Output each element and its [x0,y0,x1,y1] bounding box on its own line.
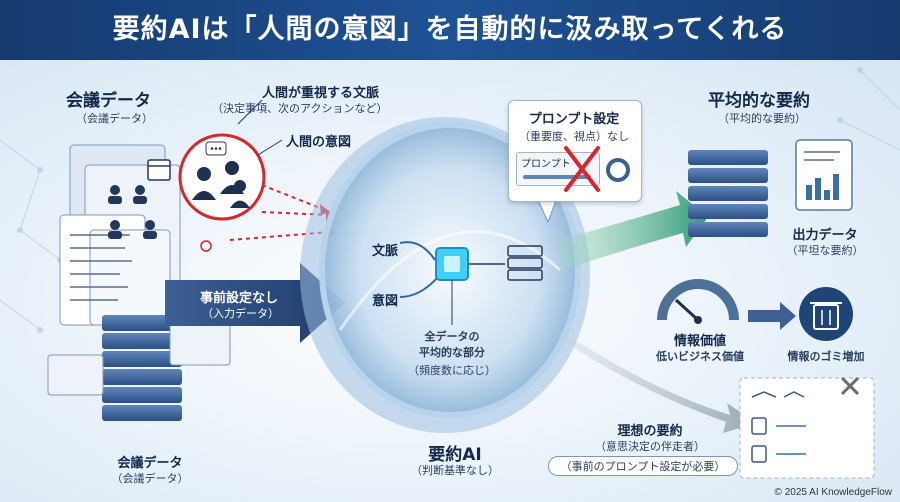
value-title: 情報価値 [673,334,726,349]
page-title: 要約AIは「人間の意図」を自動的に汲み取ってくれる [112,14,788,45]
ideal-document [739,376,875,479]
human-intent-highlight [178,99,283,252]
chat-icon [205,141,227,156]
checklist-icon [751,417,767,463]
ideal-note: （事前のプロンプト設定が必要） [548,456,738,476]
ideal-title: 理想の要約 [617,424,683,439]
bottom-data-sub: （会議データ） [111,472,189,485]
meeting-data-sub: （会議データ） [76,112,153,125]
report-icon [795,139,853,211]
ideal-arrow [558,330,757,433]
prompt-sub: （重要度、視点）なし [519,130,629,143]
server-stack-icon-input [47,315,231,421]
ideal-sub: （意思決定の伴走者） [595,440,705,453]
avg-summary-title: 平均的な要約 [708,91,810,111]
bottom-data-title: 会議データ [117,456,183,471]
prompt-slider [523,175,591,179]
lens-context-label: 文脈 [372,244,399,259]
meeting-documents-stack [59,144,181,326]
title-banner [0,0,900,60]
server-stack-icon-output [688,150,768,237]
copyright: © 2025 AI KnowledgeFlow [774,487,892,498]
lens-avg-line2: 平均的な部分 [419,346,485,359]
server-stack-icon-mini [507,245,543,281]
lens-intent-label: 意図 [372,294,399,309]
input-arrow-line2: （入力データ） [202,307,279,320]
prompt-field: プロンプト [516,152,600,186]
ai-title: 要約AI [428,445,482,465]
input-arrow [165,263,345,343]
lens-avg-line1: 全データの [424,330,480,343]
people-icon-grid [108,185,157,239]
input-arrow-line1: 事前設定なし [200,291,279,306]
chip-icon [435,247,469,281]
output-arrow [560,191,708,271]
value-sub: 低いビジネス価値 [656,350,744,363]
network-background [0,67,900,333]
ai-sub: （判断基準なし） [411,464,499,477]
prompt-title: プロンプト設定 [528,112,620,127]
context-title: 人間が重視する文脈 [262,86,380,101]
lens-avg-line3: （頻度数に応じ） [408,364,496,377]
intent-label: 人間の意図 [286,135,352,150]
trash-icon [799,287,853,341]
context-sub: （決定事項、次のアクションなど） [212,102,388,115]
calendar-icon [147,159,171,181]
trash-label: 情報のゴミ増加 [787,350,865,363]
gauge-icon [657,279,739,324]
output-sub: （平坦な要約） [786,244,864,257]
output-title: 出力データ [792,228,858,243]
cross-icon-ideal [840,376,860,396]
avg-summary-sub: （平均的な要約） [718,112,806,125]
prompt-field-label: プロンプト [521,159,571,170]
meeting-data-title: 会議データ [66,91,151,111]
handshake-icon [751,391,805,398]
gear-icon [606,158,630,182]
